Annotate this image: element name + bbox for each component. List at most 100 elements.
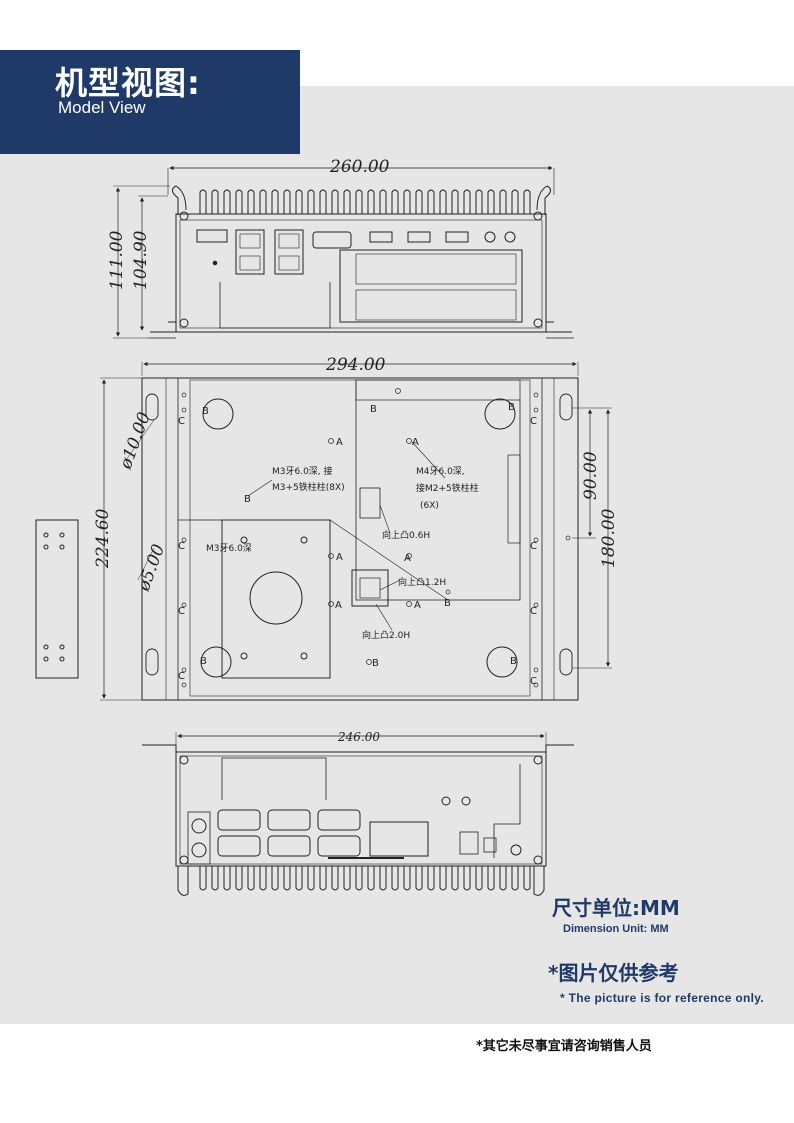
heat-fin: [343, 866, 351, 891]
rear-view: [142, 732, 574, 867]
plan-hole-labels: A A A A A A B B B B B B B B C C C C C C …: [178, 402, 537, 687]
svg-text:C: C: [530, 676, 537, 687]
svg-text:B: B: [444, 598, 451, 609]
svg-text:C: C: [178, 671, 185, 682]
rear-fins: [177, 866, 545, 896]
dim-slot-pitch-large: 180.00: [599, 508, 619, 568]
heat-fin: [391, 189, 399, 214]
title-banner: [0, 50, 300, 154]
svg-text:A: A: [404, 553, 411, 564]
note-raise-12: 向上凸1.2H: [398, 576, 446, 588]
heat-fin: [475, 189, 483, 214]
reference-note-cn: *图片仅供参考: [548, 961, 679, 985]
heat-fin: [211, 866, 219, 891]
svg-text:A: A: [336, 437, 343, 448]
heat-fin: [451, 866, 459, 891]
heat-fin: [415, 189, 423, 214]
heat-fin: [511, 866, 519, 891]
svg-text:C: C: [178, 606, 185, 617]
svg-text:B: B: [200, 656, 207, 667]
heat-fin: [403, 189, 411, 214]
svg-text:B: B: [510, 656, 517, 667]
heat-fin: [295, 866, 303, 891]
heat-fin: [355, 866, 363, 891]
heat-fin: [403, 866, 411, 891]
heat-fin: [307, 189, 315, 214]
heat-fin: [319, 866, 327, 891]
front-view: [113, 165, 574, 339]
dim-plate-width: 294.00: [325, 355, 386, 375]
heat-fin: [463, 866, 471, 891]
svg-text:B: B: [372, 658, 379, 669]
svg-text:C: C: [530, 541, 537, 552]
dim-slot-pitch-small: 90.00: [581, 451, 601, 500]
dim-plate-height: 224.60: [93, 508, 113, 569]
mounting-bracket: [35, 519, 79, 679]
dim-hole-dia-large: ø10.00: [116, 409, 155, 472]
heat-fin: [271, 866, 279, 891]
drawing-background: [0, 86, 794, 1024]
heat-fin: [199, 866, 207, 891]
svg-text:A: A: [335, 600, 342, 611]
heat-fin: [427, 189, 435, 214]
heat-fin: [235, 189, 243, 214]
heat-fin: [451, 189, 459, 214]
heat-fin: [343, 189, 351, 214]
svg-text:B: B: [244, 494, 251, 505]
heat-fin: [271, 189, 279, 214]
heat-fin: [487, 189, 495, 214]
front-fins-top: [172, 185, 551, 215]
svg-text:C: C: [530, 606, 537, 617]
svg-text:C: C: [178, 416, 185, 427]
heat-fin: [283, 866, 291, 891]
heat-fin: [177, 866, 189, 896]
page-title: 机型视图:: [55, 64, 201, 102]
heat-fin: [439, 189, 447, 214]
heat-fin: [307, 866, 315, 891]
heat-fin: [295, 189, 303, 214]
heat-fin: [331, 866, 339, 891]
heat-fin: [523, 866, 531, 891]
svg-text:A: A: [414, 600, 421, 611]
heat-fin: [247, 189, 255, 214]
note-raise-06: 向上凸0.6H: [382, 529, 430, 541]
note-m4-standoff-3: (6X): [420, 501, 439, 511]
heat-fin: [391, 866, 399, 891]
svg-text:B: B: [370, 404, 377, 415]
svg-text:B: B: [508, 402, 515, 413]
heat-fin: [223, 866, 231, 891]
heat-fin: [533, 866, 545, 896]
note-raise-20: 向上凸2.0H: [362, 629, 410, 641]
heat-fin: [367, 866, 375, 891]
heat-fin: [415, 866, 423, 891]
note-m3-left: M3牙6.0深: [206, 543, 252, 554]
dim-hole-dia-small: ø5.00: [134, 542, 170, 595]
reference-note-en: * The picture is for reference only.: [560, 991, 764, 1005]
note-m4-standoff-2: 接M2+5铁柱柱: [416, 482, 479, 494]
heat-fin: [259, 189, 267, 214]
svg-text:B: B: [202, 406, 209, 417]
note-m3-standoff: M3牙6.0深, 接: [272, 465, 333, 477]
heat-fin: [259, 866, 267, 891]
dim-top-width: 260.00: [329, 157, 390, 177]
page-subtitle: Model View: [58, 98, 146, 117]
heat-fin: [319, 189, 327, 214]
heat-fin: [223, 189, 231, 214]
heat-fin: [499, 866, 507, 891]
heat-fin: [463, 189, 471, 214]
heat-fin: [499, 189, 507, 214]
svg-text:A: A: [336, 552, 343, 563]
heat-fin: [199, 189, 207, 214]
footer-note: *其它未尽事宜请咨询销售人员: [476, 1039, 652, 1054]
plan-view: [100, 361, 612, 701]
heat-fin: [439, 866, 447, 891]
heat-fin: [331, 189, 339, 214]
heat-fin: [283, 189, 291, 214]
unit-note-cn: 尺寸单位:MM: [552, 896, 680, 920]
dim-height-inner: 104.90: [131, 230, 151, 290]
heat-fin: [211, 189, 219, 214]
heat-fin: [247, 866, 255, 891]
heat-fin: [523, 189, 531, 214]
heat-fin: [511, 189, 519, 214]
